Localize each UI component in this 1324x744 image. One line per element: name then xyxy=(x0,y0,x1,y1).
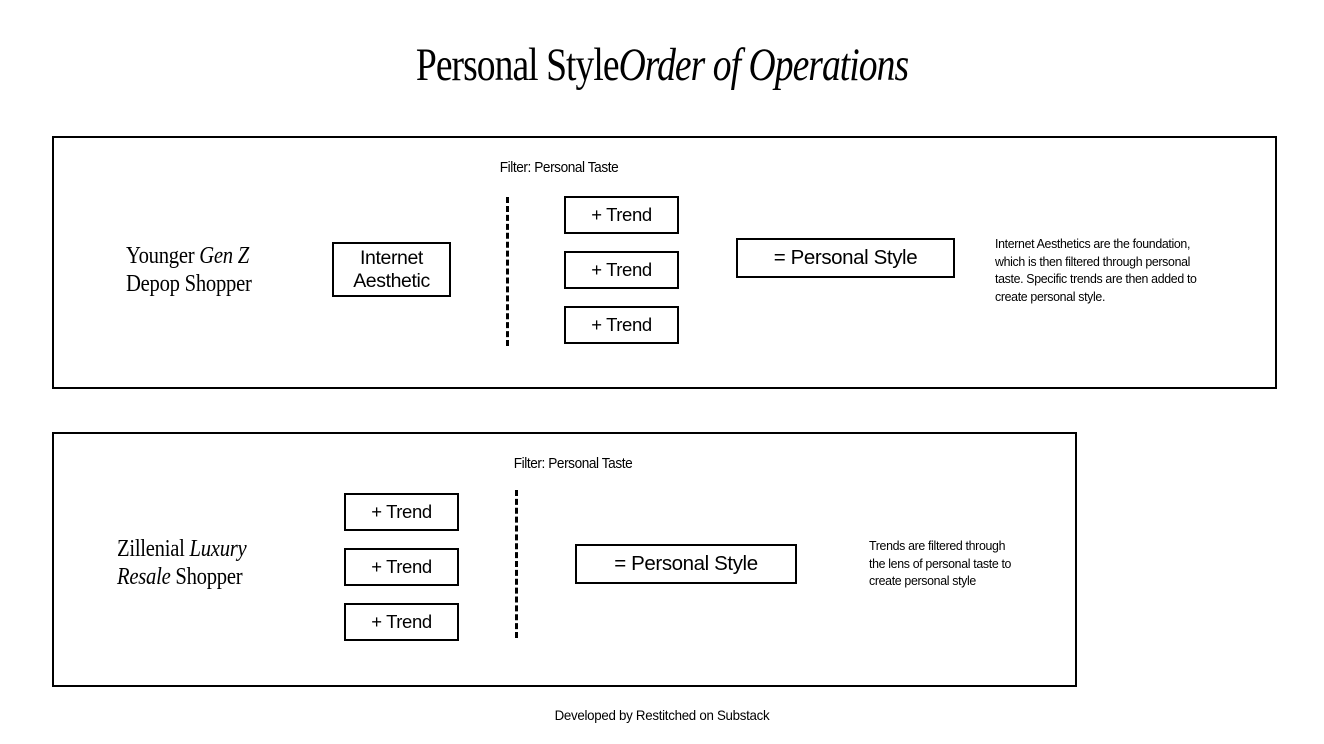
trend-box[interactable]: + Trend xyxy=(564,196,679,234)
explanation-note-panel-1: Internet Aesthetics are the foundation, … xyxy=(995,235,1233,306)
personal-style-result-box[interactable]: = Personal Style xyxy=(575,544,797,584)
trend-box-label: + Trend xyxy=(591,259,652,280)
page-title-italic: Order of Operations xyxy=(618,39,909,91)
trend-box-label: + Trend xyxy=(371,556,432,577)
trend-box[interactable]: + Trend xyxy=(564,306,679,344)
explanation-note-panel-2: Trends are filtered through the lens of … xyxy=(869,537,1078,590)
personal-style-result-label: = Personal Style xyxy=(614,552,758,575)
filter-label-panel-2: Filter: Personal Taste xyxy=(513,456,633,472)
note-line: Trends are filtered through xyxy=(869,538,1006,553)
page-title-roman: Personal Style xyxy=(415,39,620,91)
diagram-panel-zillenial: Zillenial Luxury Resale Shopper Filter: … xyxy=(52,432,1077,687)
trend-box-label: + Trend xyxy=(371,611,432,632)
note-line: create personal style xyxy=(869,573,976,589)
persona-label-genz: Younger Gen Z Depop Shopper xyxy=(126,242,252,299)
filter-divider-panel-2 xyxy=(515,490,518,638)
persona-line-2: Depop Shopper xyxy=(126,271,252,298)
persona-line-1: Zillenial Luxury xyxy=(117,536,247,562)
trend-box[interactable]: + Trend xyxy=(344,603,459,641)
personal-style-result-box[interactable]: = Personal Style xyxy=(736,238,955,278)
diagram-panel-genz: Younger Gen Z Depop Shopper Filter: Pers… xyxy=(52,136,1277,389)
internet-aesthetic-line-2: Aesthetic xyxy=(353,269,430,292)
trend-box[interactable]: + Trend xyxy=(564,251,679,289)
trend-box-label: + Trend xyxy=(591,204,652,225)
filter-label-panel-1: Filter: Personal Taste xyxy=(499,160,619,176)
persona-line-2: Resale Shopper xyxy=(117,564,243,591)
note-line: the lens of personal taste to xyxy=(869,555,1012,571)
personal-style-result-label: = Personal Style xyxy=(773,246,918,269)
internet-aesthetic-box[interactable]: Internet Aesthetic xyxy=(332,242,451,297)
trend-box-label: + Trend xyxy=(371,501,432,522)
persona-label-zillenial: Zillenial Luxury Resale Shopper xyxy=(117,535,247,592)
trend-box[interactable]: + Trend xyxy=(344,493,459,531)
trend-box[interactable]: + Trend xyxy=(344,548,459,586)
trend-box-label: + Trend xyxy=(591,314,652,335)
note-line: Internet Aesthetics are the foundation, xyxy=(995,236,1191,251)
footer-credit: Developed by Restitched on Substack xyxy=(554,707,770,723)
page-title: Personal StyleOrder of Operations xyxy=(132,42,1191,89)
note-line: taste. Specific trends are then added to xyxy=(995,271,1197,287)
note-line: which is then filtered through personal xyxy=(995,253,1191,269)
internet-aesthetic-line-1: Internet xyxy=(360,246,423,269)
persona-line-1: Younger Gen Z xyxy=(126,243,250,269)
filter-divider-panel-1 xyxy=(506,197,509,346)
note-line: create personal style. xyxy=(995,289,1106,305)
